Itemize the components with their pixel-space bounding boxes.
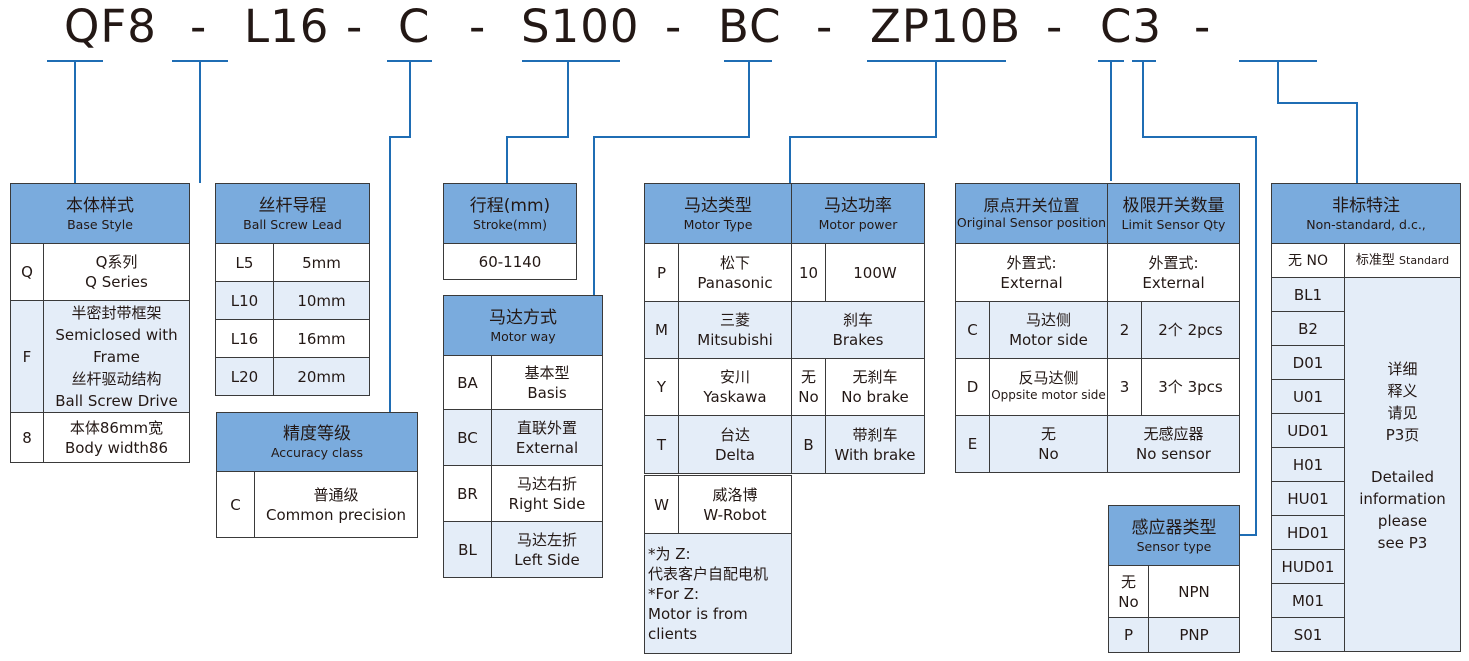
sensor-type-header: 感应器类型 Sensor type	[1108, 505, 1240, 566]
code-separator: -	[816, 0, 834, 53]
stroke-table: 行程(mm) Stroke(mm) 60-1140	[443, 183, 577, 280]
table-row: 无 NO 标准型 Standard	[1271, 243, 1461, 278]
code-motor-way: BC	[718, 0, 782, 53]
code-separator: -	[665, 0, 683, 53]
connector-motor-stem	[789, 61, 937, 183]
connector-stroke-stem	[506, 61, 569, 183]
code-separator: -	[1046, 0, 1064, 53]
non-standard-table: 非标特注 Non-standard, d.c., 无 NO 标准型 Standa…	[1271, 183, 1461, 652]
code-stroke: S100	[521, 0, 640, 53]
non-standard-header: 非标特注 Non-standard, d.c.,	[1271, 183, 1461, 244]
table-row: P PNP	[1108, 617, 1240, 653]
non-standard-detail: 详细 释义 请见 P3页 Detailed information please…	[1344, 277, 1461, 652]
table-row: 外置式:External 外置式:External	[955, 243, 1240, 302]
code-lead: L16	[244, 0, 330, 53]
code-accuracy: C	[398, 0, 431, 53]
stroke-header: 行程(mm) Stroke(mm)	[443, 183, 577, 244]
connector-accuracy-stem	[389, 61, 411, 412]
base-style-header: 本体样式 Base Style	[10, 183, 190, 244]
code-separator: -	[190, 0, 208, 53]
connector-non-standard-stem	[1277, 61, 1358, 183]
motor-note: *为 Z: 代表客户自配电机 *For Z: Motor is from cli…	[644, 533, 792, 654]
code-motor: ZP10B	[870, 0, 1022, 53]
table-row: BL1 详细 释义 请见 P3页 Detailed information pl…	[1271, 277, 1461, 652]
motor-way-header: 马达方式 Motor way	[443, 295, 603, 356]
table-row: 60-1140	[443, 243, 577, 280]
code-separator: -	[1194, 0, 1212, 53]
connector-motor-way-stem	[593, 61, 750, 295]
accuracy-class-header: 精度等级 Accuracy class	[216, 412, 418, 472]
code-base-style: QF8	[64, 0, 157, 53]
code-separator: -	[469, 0, 487, 53]
code-separator: -	[346, 0, 364, 53]
ball-screw-lead-header: 丝杆导程 Ball Screw Lead	[215, 183, 370, 244]
code-sensor: C3	[1100, 0, 1163, 53]
